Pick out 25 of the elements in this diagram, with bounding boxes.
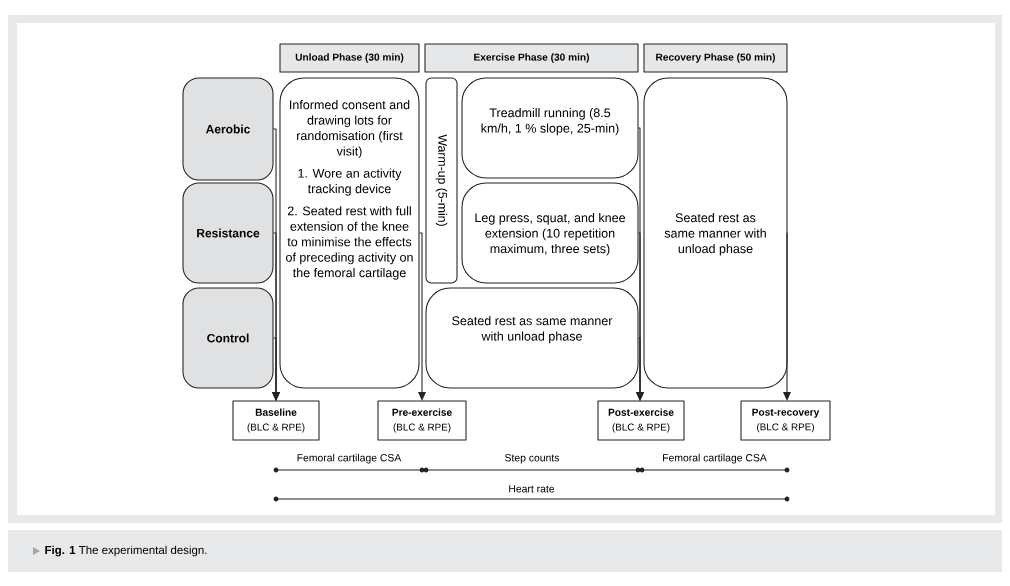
warm-up-box: Warm-up (5-min): [425, 77, 458, 284]
timepoint-box: Post-exercise (BLC & RPE): [597, 400, 685, 441]
group-box: Control: [182, 287, 274, 389]
arrow: [783, 232, 791, 401]
caption: Fig. 1 The experimental design.: [45, 545, 207, 557]
phase-box: Seated rest as same manner with unload phase: [643, 77, 788, 389]
phase-header: Recovery Phase (50 min): [643, 43, 788, 73]
exercise-box: Seated rest as same manner with unload phase: [425, 287, 639, 389]
phase-box: Informed consent and drawing lots for randomisation (first visit) 1. Wore an activity tracking device 2. Seated rest with full extension of the knee to minimise the effects of preceding activity on the femoral cartilage: [279, 77, 420, 389]
timepoint-box: Baseline (BLC & RPE): [232, 400, 320, 441]
arrow: [418, 232, 426, 401]
timepoint-box: Pre-exercise (BLC & RPE): [377, 400, 467, 441]
phase-header: Exercise Phase (30 min): [424, 43, 639, 73]
range-label: Femoral cartilage CSA: [297, 453, 402, 464]
arrow: [272, 337, 280, 401]
range-label: Step counts: [505, 454, 560, 464]
group-box: Resistance: [182, 182, 274, 284]
timepoint-box: Post-recovery (BLC & RPE): [740, 400, 831, 441]
range-label: Heart rate: [509, 485, 555, 493]
phase-header: Unload Phase (30 min): [279, 43, 420, 73]
exercise-box: Treadmill running (8.5 km/h, 1 % slope, 25-min): [461, 77, 639, 179]
range-label: Femoral cartilage CSA: [663, 453, 767, 464]
arrow: [636, 337, 644, 401]
exercise-box: Leg press, squat, and knee extension (10 repetition maximum, three sets): [461, 182, 639, 284]
group-box: Aerobic: [182, 77, 274, 181]
